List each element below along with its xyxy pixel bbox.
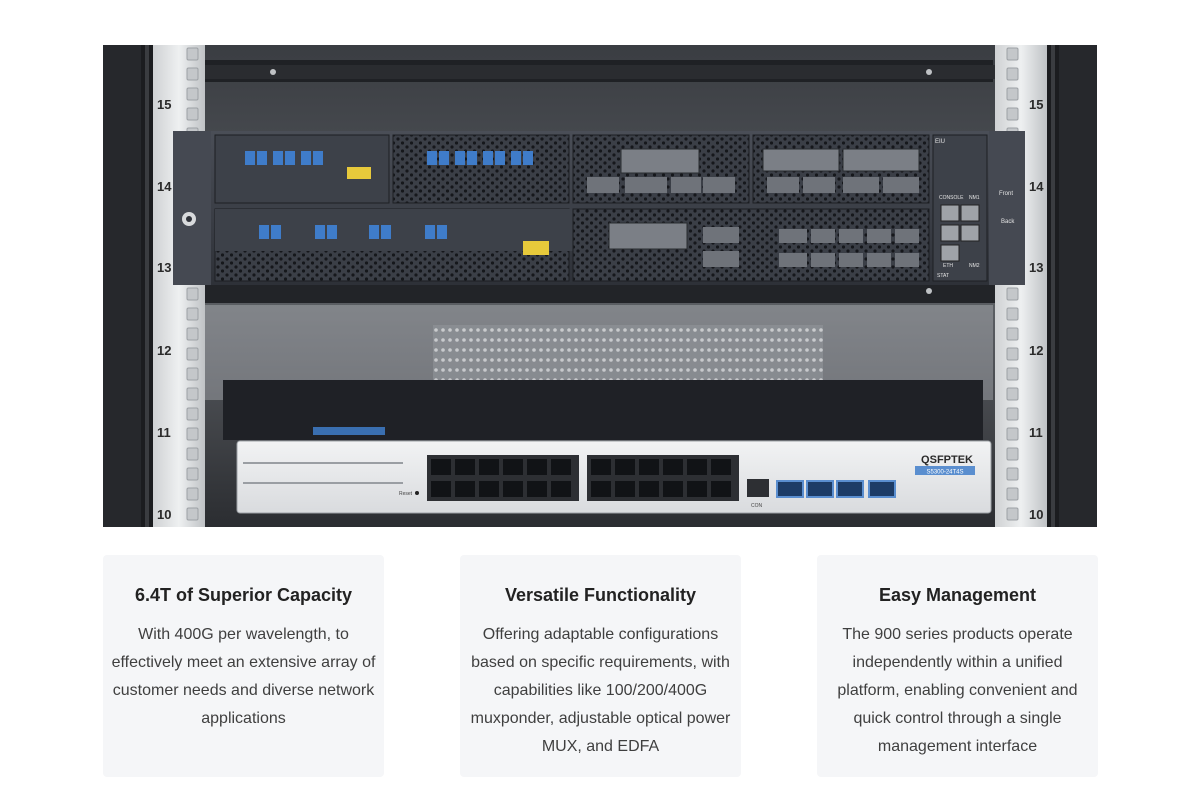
feature-description: The 900 series products operate independ… <box>837 626 1078 755</box>
rack-unit-label: 15 <box>1029 97 1043 112</box>
ethernet-switch: QSFPTEK S5300-24T4S Reset CON <box>236 440 992 514</box>
otn-chassis: EIU CONSOLE NM1 ETH NM2 STAT Front Back <box>173 131 1025 285</box>
feature-title: Versatile Functionality <box>504 585 697 605</box>
rack-unit-label: 11 <box>157 425 171 440</box>
console-port-label: CONSOLE <box>939 195 964 201</box>
stat-label: STAT <box>937 273 949 279</box>
rack-unit-label: 13 <box>157 260 171 275</box>
otn-brand-label: EIU <box>935 139 945 145</box>
right-rack-rail <box>995 45 1059 527</box>
rack-unit-label: 11 <box>1029 425 1043 440</box>
feature-title: 6.4T of Superior Capacity <box>134 585 353 605</box>
feature-card-functionality: Versatile Functionality Offering adaptab… <box>460 555 741 777</box>
rack-unit-label: 10 <box>157 507 171 522</box>
rack-unit-label: 14 <box>1029 179 1044 194</box>
feature-card-capacity: 6.4T of Superior Capacity With 400G per … <box>103 555 384 777</box>
reset-label: Reset <box>399 491 413 497</box>
rack-unit-numbers: 15 14 13 12 11 10 15 14 13 12 11 10 <box>157 97 1044 522</box>
back-label: Back <box>1001 219 1015 225</box>
front-label: Front <box>999 191 1013 197</box>
rack-unit-label: 13 <box>1029 260 1043 275</box>
eth-port-label: ETH <box>943 263 953 269</box>
rack-equipment-photo: 15 14 13 12 11 10 15 14 13 12 11 10 <box>103 45 1097 527</box>
nm2-port-label: NM2 <box>969 263 980 269</box>
rack-unit-label: 15 <box>157 97 171 112</box>
feature-title: Easy Management <box>878 585 1037 605</box>
feature-card-management: Easy Management The 900 series products … <box>817 555 1098 777</box>
console-label: CON <box>751 503 763 509</box>
switch-brand-logo: QSFPTEK <box>921 454 973 466</box>
rack-unit-label: 12 <box>1029 343 1043 358</box>
switch-model-label: S5300-24T4S <box>926 470 963 476</box>
rack-unit-label: 14 <box>157 179 172 194</box>
feature-description: With 400G per wavelength, to effectively… <box>111 626 376 727</box>
rack-unit-label: 10 <box>1029 507 1043 522</box>
feature-description: Offering adaptable configurations based … <box>470 626 731 755</box>
nm1-port-label: NM1 <box>969 195 980 201</box>
left-rack-rail <box>141 45 205 527</box>
rack-unit-label: 12 <box>157 343 171 358</box>
